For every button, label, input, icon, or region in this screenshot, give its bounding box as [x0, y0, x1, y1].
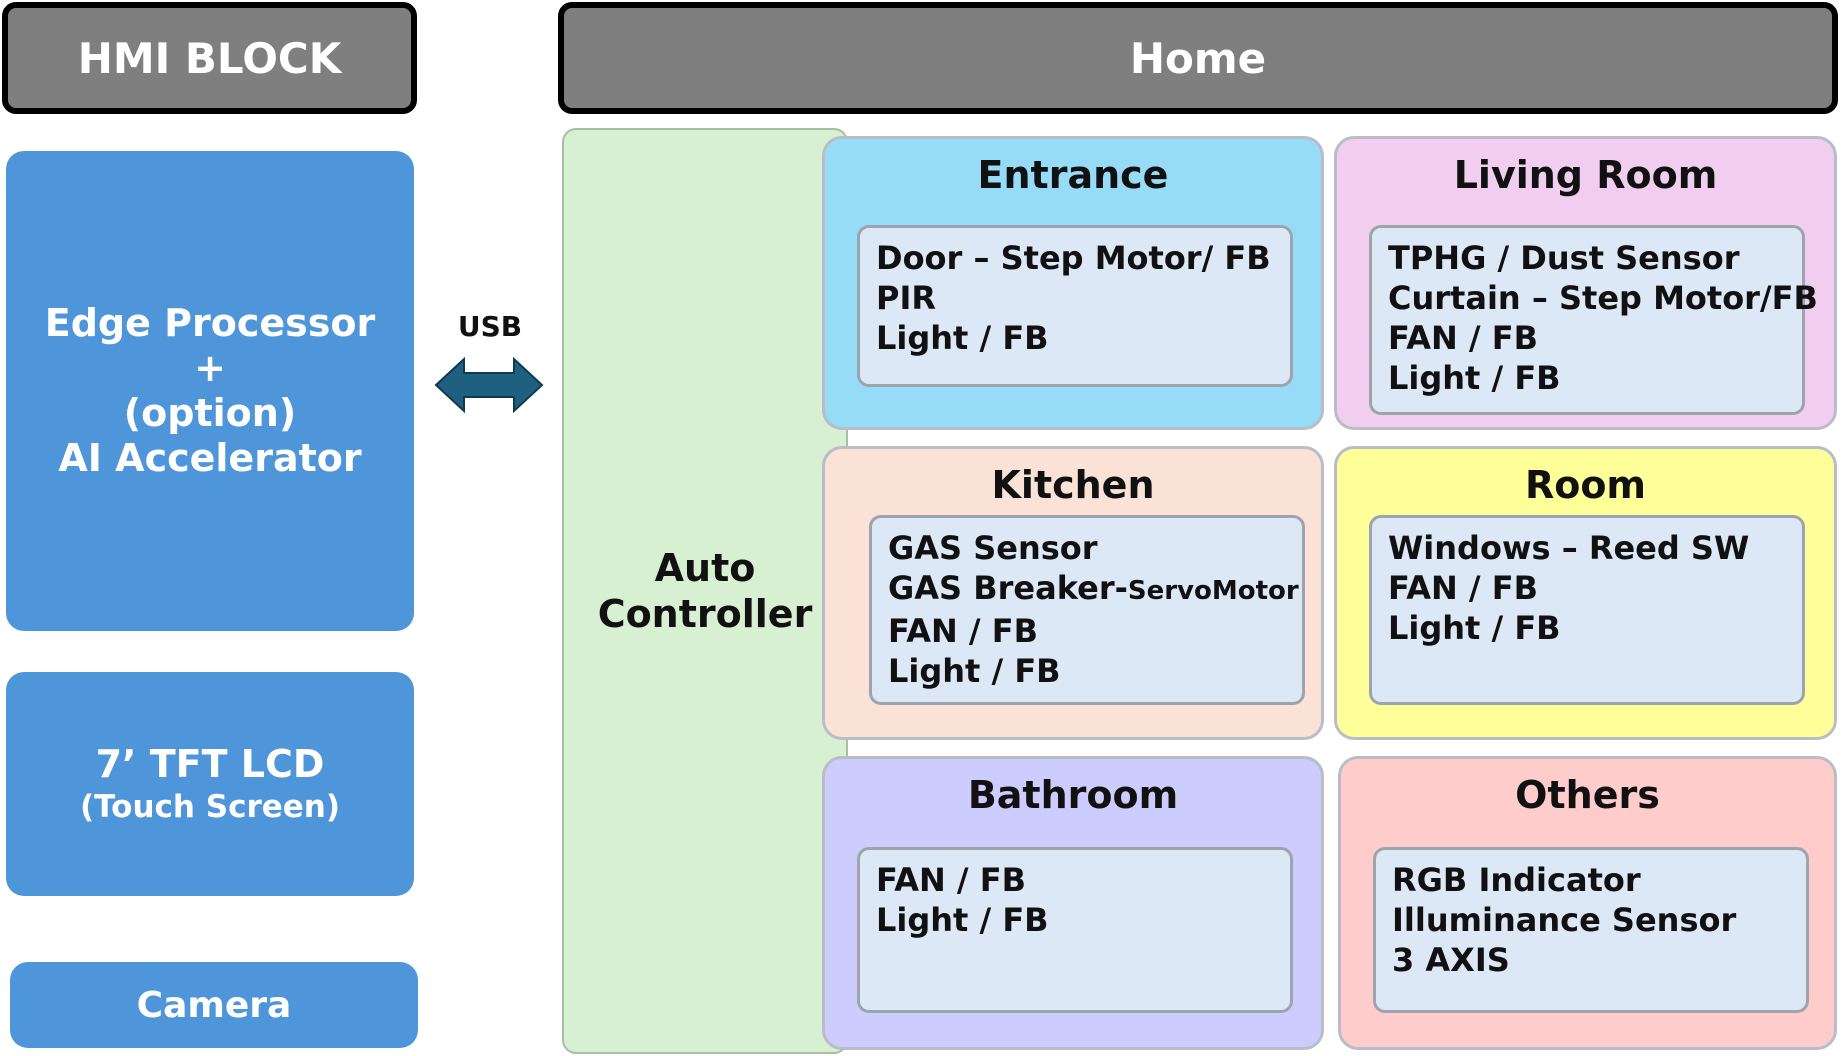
- hmi-block-header: HMI BLOCK: [2, 2, 417, 114]
- edge-processor-line-4: AI Accelerator: [58, 436, 362, 480]
- device-item: Light / FB: [1388, 609, 1561, 647]
- device-item: Light / FB: [1388, 359, 1561, 397]
- tft-lcd-line-1: 7’ TFT LCD: [95, 742, 325, 786]
- usb-label-text: USB: [457, 310, 523, 343]
- auto-controller-line-2: Controller: [597, 592, 813, 636]
- device-item: RGB Indicator: [1392, 861, 1641, 899]
- device-item: GAS Sensor: [888, 529, 1098, 567]
- room-title-others: Others: [1515, 773, 1660, 817]
- device-item: Light / FB: [876, 319, 1049, 357]
- room-panel-room: Room Windows – Reed SW FAN / FB Light / …: [1334, 446, 1837, 740]
- device-item: Illuminance Sensor: [1392, 901, 1737, 939]
- room-panel-living-room: Living Room TPHG / Dust Sensor Curtain –…: [1334, 136, 1837, 430]
- device-item: Light / FB: [876, 901, 1049, 939]
- room-panel-bathroom: Bathroom FAN / FB Light / FB: [822, 756, 1324, 1050]
- auto-controller-line-1: Auto: [654, 546, 756, 590]
- device-list-room: Windows – Reed SW FAN / FB Light / FB: [1369, 515, 1805, 705]
- device-item: 3 AXIS: [1392, 941, 1510, 979]
- usb-double-arrow-icon: [434, 356, 544, 414]
- device-list-bathroom: FAN / FB Light / FB: [857, 847, 1293, 1013]
- tft-lcd-line-2: (Touch Screen): [79, 789, 341, 825]
- device-list-entrance: Door – Step Motor/ FB PIR Light / FB: [857, 225, 1293, 387]
- device-item: Light / FB: [888, 652, 1061, 690]
- device-item-part: GAS Breaker-: [888, 569, 1128, 607]
- room-title-living-room: Living Room: [1453, 153, 1718, 197]
- device-item: Windows – Reed SW: [1388, 529, 1750, 567]
- room-title-kitchen: Kitchen: [991, 463, 1155, 507]
- device-item: Curtain – Step Motor/FB: [1388, 279, 1818, 317]
- edge-processor-line-3: (option): [123, 391, 297, 435]
- device-item: FAN / FB: [1388, 319, 1538, 357]
- device-item: FAN / FB: [888, 612, 1038, 650]
- home-title: Home: [1129, 33, 1267, 83]
- tft-lcd-block: 7’ TFT LCD (Touch Screen): [6, 672, 414, 896]
- room-panel-kitchen: Kitchen GAS Sensor GAS Breaker-ServoMoto…: [822, 446, 1324, 740]
- device-list-others: RGB Indicator Illuminance Sensor 3 AXIS: [1373, 847, 1809, 1013]
- room-title-entrance: Entrance: [977, 153, 1169, 197]
- edge-processor-block: Edge Processor + (option) AI Accelerator: [6, 151, 414, 631]
- device-item: GAS Breaker-ServoMotor: [888, 568, 1299, 611]
- hmi-block-title: HMI BLOCK: [77, 33, 342, 83]
- camera-label: Camera: [136, 984, 292, 1026]
- edge-processor-line-2: +: [194, 346, 226, 390]
- room-title-bathroom: Bathroom: [967, 773, 1179, 817]
- auto-controller-block: Auto Controller: [562, 128, 848, 1054]
- device-list-kitchen: GAS Sensor GAS Breaker-ServoMotor FAN / …: [869, 515, 1305, 705]
- room-panel-entrance: Entrance Door – Step Motor/ FB PIR Light…: [822, 136, 1324, 430]
- device-item: FAN / FB: [876, 861, 1026, 899]
- device-item-part: ServoMotor: [1127, 576, 1299, 606]
- room-panel-others: Others RGB Indicator Illuminance Sensor …: [1338, 756, 1837, 1050]
- device-item: TPHG / Dust Sensor: [1388, 239, 1740, 277]
- home-header: Home: [558, 2, 1838, 114]
- room-title-room: Room: [1524, 463, 1647, 507]
- camera-block: Camera: [10, 962, 418, 1048]
- device-list-living-room: TPHG / Dust Sensor Curtain – Step Motor/…: [1369, 225, 1818, 415]
- device-item: PIR: [876, 279, 936, 317]
- usb-label: USB: [440, 310, 540, 343]
- edge-processor-line-1: Edge Processor: [44, 301, 376, 345]
- device-item: FAN / FB: [1388, 569, 1538, 607]
- device-item: Door – Step Motor/ FB: [876, 239, 1271, 277]
